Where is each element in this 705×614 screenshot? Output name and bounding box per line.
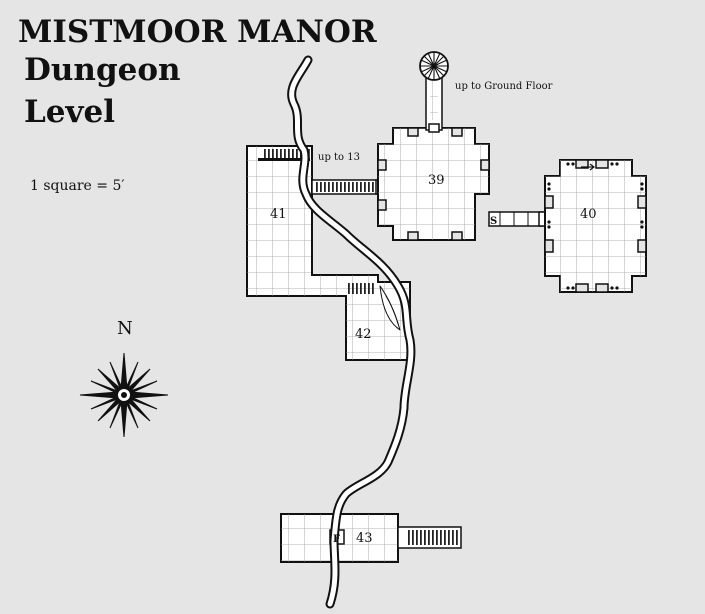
compass-north-label: N <box>117 318 133 339</box>
room-label-39: 39 <box>428 173 445 188</box>
corridor-39-40 <box>488 211 548 227</box>
map-subtitle-line1: Dungeon <box>24 52 181 88</box>
underground-river <box>287 55 416 609</box>
scale-note: 1 square = 5′ <box>30 178 125 194</box>
secret-door-marker: S <box>490 216 497 227</box>
room-39 <box>377 127 490 241</box>
map-title: MISTMOOR MANOR <box>18 14 377 50</box>
room-label-41: 41 <box>270 207 287 222</box>
room-41 <box>246 145 411 361</box>
map-subtitle-line2: Level <box>24 94 115 130</box>
room-label-40: 40 <box>580 207 597 222</box>
room-label-43: 43 <box>356 531 373 546</box>
compass-rose <box>79 352 169 438</box>
room-42 <box>346 283 376 294</box>
room-40 <box>544 159 647 293</box>
note-up-ground-floor: up to Ground Floor <box>455 81 553 92</box>
stairs-up-ground <box>419 51 449 133</box>
stairs-up-13 <box>262 149 310 159</box>
room-label-42: 42 <box>355 327 372 342</box>
note-up-to-13: up to 13 <box>318 152 360 163</box>
feature-label: F <box>333 534 340 545</box>
